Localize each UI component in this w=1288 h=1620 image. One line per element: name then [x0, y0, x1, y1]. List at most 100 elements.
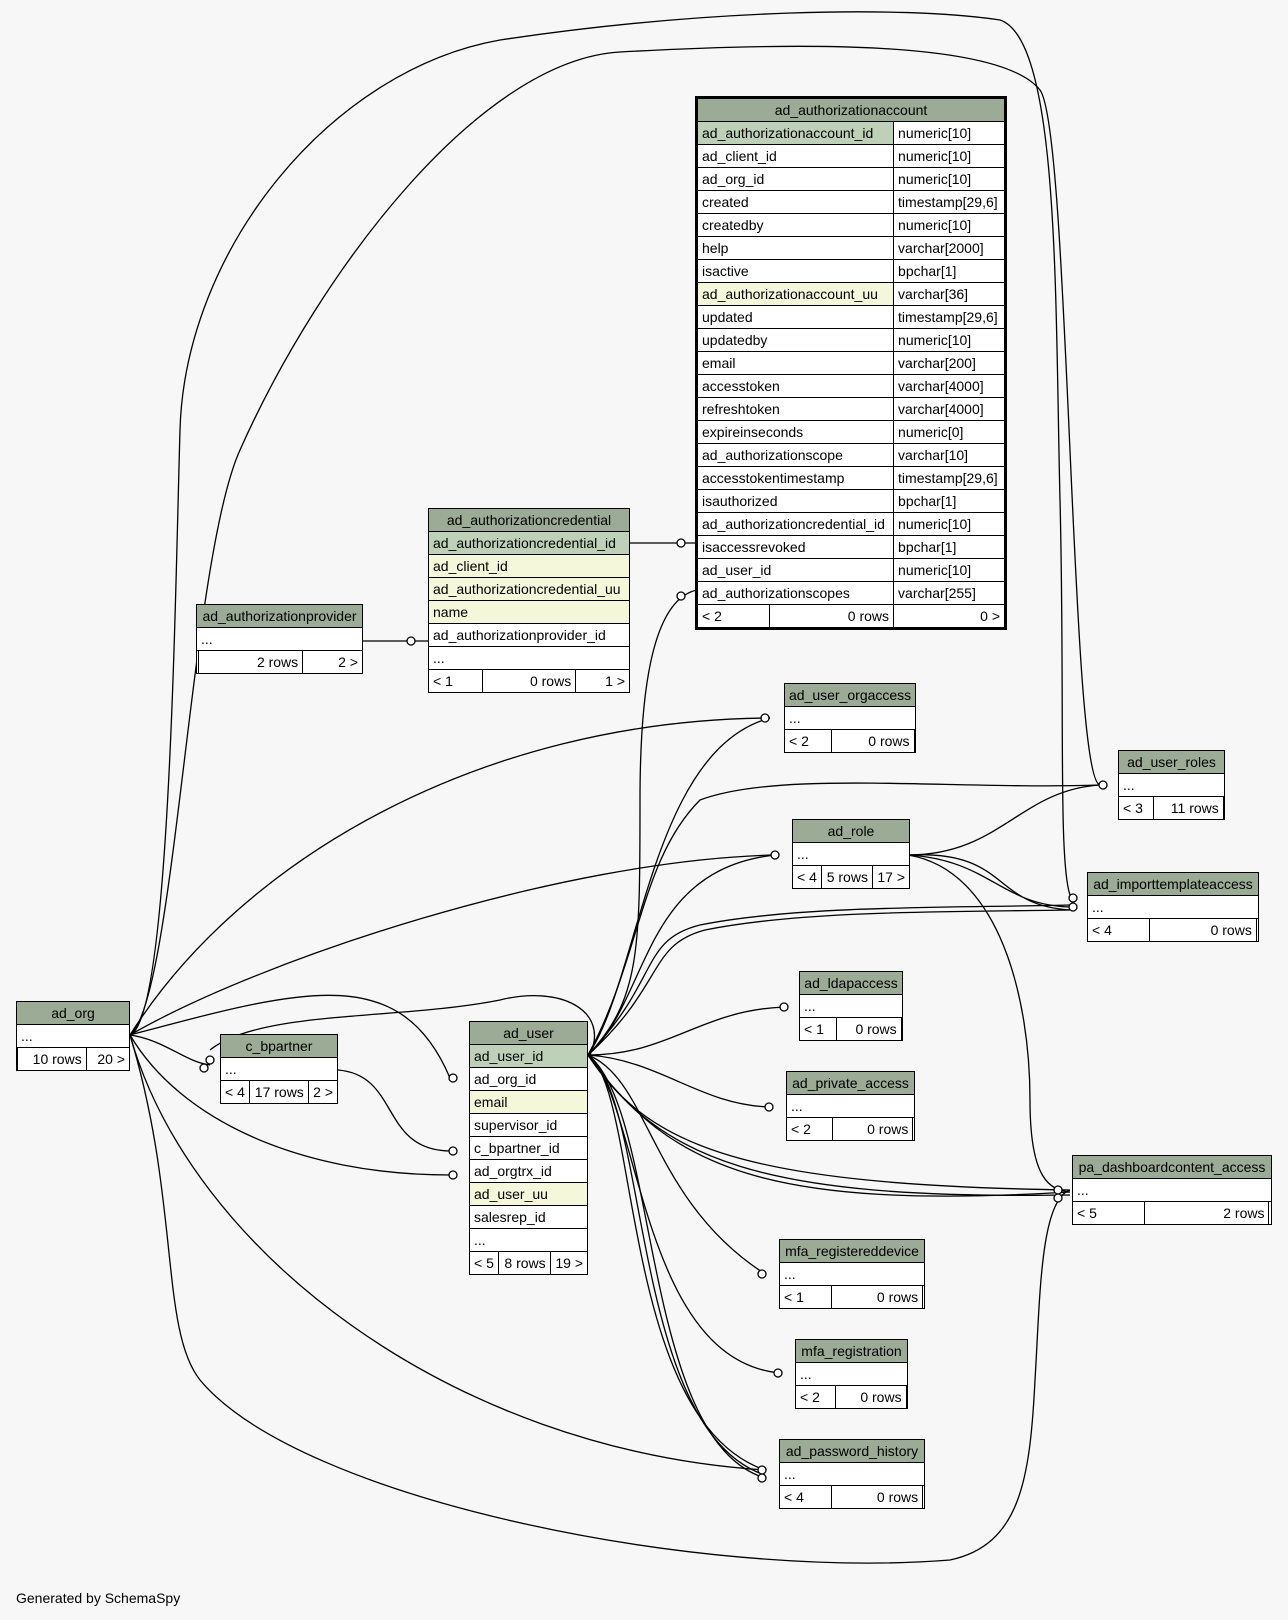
- column-name: ad_authorizationaccount_uu: [696, 282, 895, 306]
- column-row[interactable]: ...: [196, 627, 363, 651]
- table-header[interactable]: ad_ldapaccess: [799, 971, 903, 995]
- column-row[interactable]: c_bpartner_id: [469, 1136, 588, 1160]
- column-row[interactable]: supervisor_id: [469, 1113, 588, 1137]
- table-header[interactable]: ad_password_history: [779, 1439, 925, 1463]
- edge-end-marker: [1068, 893, 1078, 903]
- column-row[interactable]: email: [469, 1090, 588, 1114]
- child-count: 1 >: [575, 669, 630, 693]
- table-header[interactable]: ad_private_access: [786, 1071, 915, 1095]
- column-row[interactable]: ...: [792, 842, 910, 866]
- column-row[interactable]: ...: [786, 1094, 915, 1118]
- table-header[interactable]: ad_authorizationaccount: [697, 98, 1005, 122]
- table-name: c_bpartner: [220, 1034, 338, 1058]
- table-header[interactable]: c_bpartner: [220, 1034, 338, 1058]
- column-name: ad_authorizationaccount_id: [696, 121, 895, 145]
- column-row[interactable]: ad_org_id: [469, 1067, 588, 1091]
- parent-count: < 2: [794, 1385, 837, 1409]
- table-header[interactable]: ad_user_orgaccess: [783, 683, 917, 707]
- table-header[interactable]: mfa_registereddevice: [779, 1239, 925, 1263]
- column-row[interactable]: ...: [779, 1262, 925, 1286]
- column-row[interactable]: ...: [428, 646, 630, 670]
- parent-count: < 4: [219, 1080, 251, 1104]
- edge-ad_org-ad_user_orgaccess: [129, 717, 771, 1036]
- column-row[interactable]: ad_orgtrx_id: [469, 1159, 588, 1183]
- column-row[interactable]: ad_user_id: [469, 1044, 588, 1068]
- table-header[interactable]: mfa_registration: [795, 1339, 908, 1363]
- column-type: varchar[36]: [893, 282, 1005, 306]
- edge-ad_org-pa_dashboardcontent_access: [129, 1034, 1071, 1564]
- column-row[interactable]: ad_authorizationprovider_id: [428, 623, 630, 647]
- column-row[interactable]: name: [428, 600, 630, 624]
- column-row[interactable]: salesrep_id: [469, 1205, 588, 1229]
- column-row[interactable]: ...: [469, 1228, 588, 1252]
- column-row[interactable]: ...: [795, 1362, 908, 1386]
- column-name: ...: [469, 1228, 588, 1252]
- column-name: ...: [196, 627, 363, 651]
- table-header[interactable]: ad_user_roles: [1118, 750, 1225, 774]
- table-header[interactable]: ad_role: [792, 819, 910, 843]
- table-header[interactable]: ad_user: [469, 1021, 588, 1045]
- column-row[interactable]: ad_authorizationcredential_uu: [428, 577, 630, 601]
- column-row[interactable]: ...: [220, 1057, 338, 1081]
- column-row[interactable]: ...: [779, 1462, 925, 1486]
- table-header[interactable]: ad_importtemplateaccess: [1087, 872, 1259, 896]
- column-row[interactable]: ...: [783, 706, 917, 730]
- table-header[interactable]: ad_authorizationprovider: [196, 604, 363, 628]
- column-row[interactable]: ...: [1118, 773, 1225, 797]
- column-name: ...: [779, 1462, 925, 1486]
- column-name: ...: [779, 1262, 925, 1286]
- table-header[interactable]: ad_authorizationcredential: [428, 508, 630, 532]
- column-row[interactable]: ad_client_id: [428, 554, 630, 578]
- column-row[interactable]: ...: [16, 1024, 130, 1048]
- table-header[interactable]: pa_dashboardcontent_access: [1072, 1155, 1272, 1179]
- table-header[interactable]: ad_org: [16, 1001, 130, 1025]
- column-row[interactable]: ...: [1072, 1178, 1272, 1202]
- column-name: ad_user_id: [469, 1044, 588, 1068]
- column-row[interactable]: ad_authorizationcredential_id: [428, 531, 630, 555]
- column-row[interactable]: ...: [799, 994, 903, 1018]
- edge-ad_user-ad_password_history-2: [587, 1054, 766, 1476]
- column-type: varchar[4000]: [893, 374, 1005, 398]
- child-count: [922, 1485, 925, 1509]
- column-row[interactable]: ad_user_uu: [469, 1182, 588, 1206]
- column-row[interactable]: ...: [1087, 895, 1259, 919]
